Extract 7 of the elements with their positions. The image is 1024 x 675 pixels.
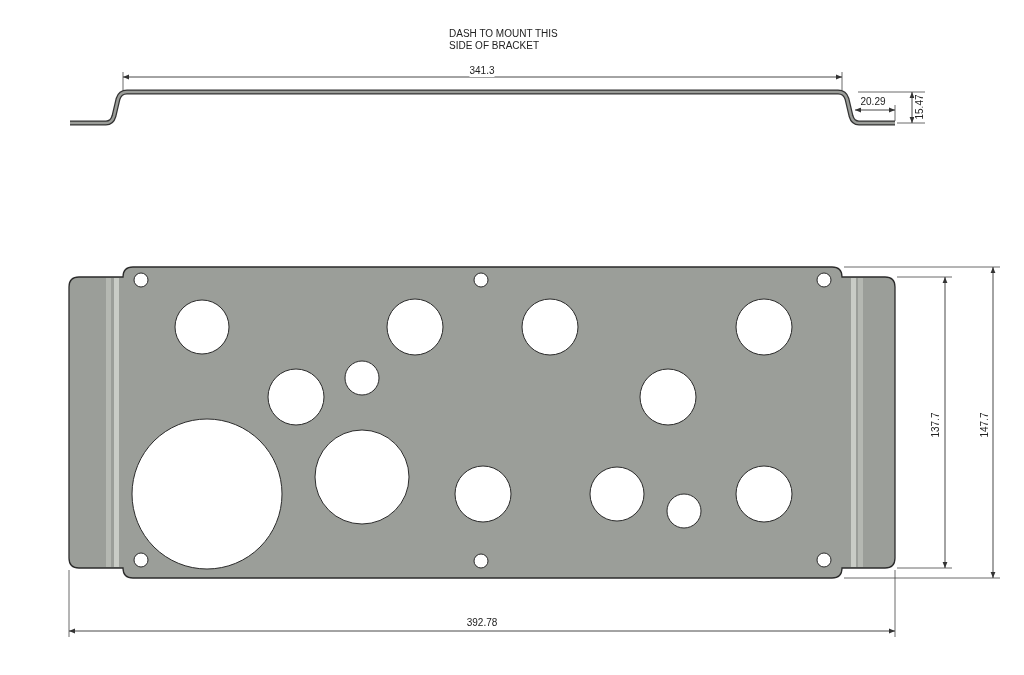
note-text: DASH TO MOUNT THIS SIDE OF BRACKET [449,28,559,52]
dimension-label: 147.7 [979,412,991,438]
dimension-label: 15.47 [914,94,926,120]
dimension-label: 137.7 [930,412,942,438]
dimension-label: 392.78 [466,617,498,629]
dimension-label: 20.29 [860,96,886,108]
dimension-label: 341.3 [469,65,495,77]
